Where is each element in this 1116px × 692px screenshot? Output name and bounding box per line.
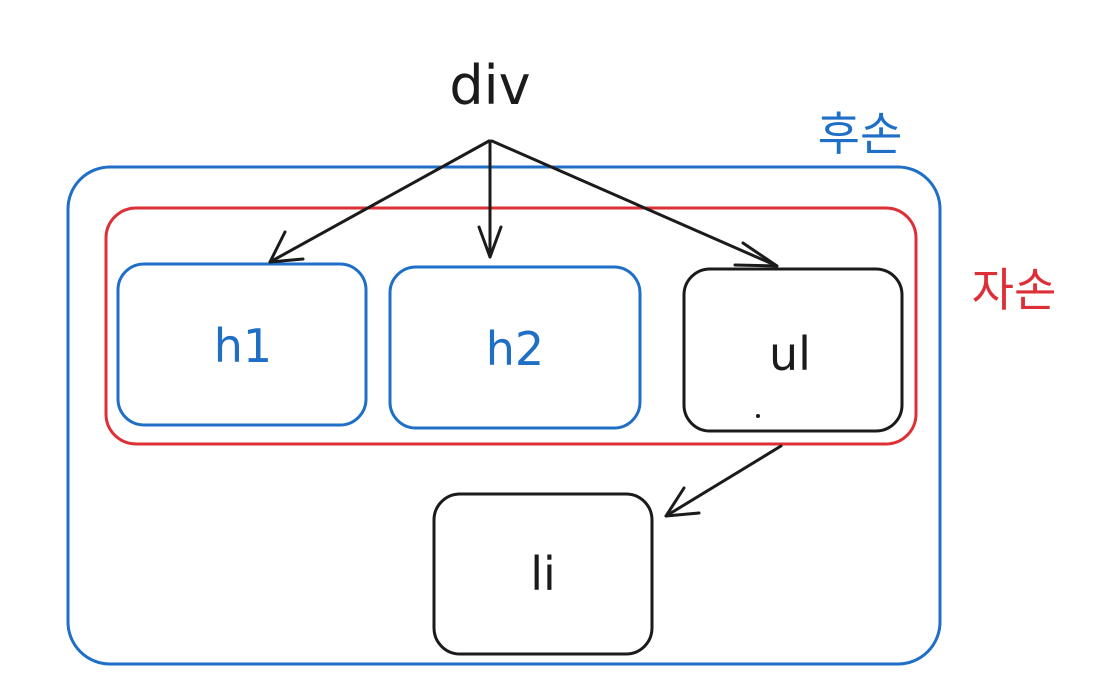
node-li-label: li xyxy=(530,547,556,601)
node-li-box xyxy=(432,492,654,656)
node-ul-box xyxy=(682,267,904,433)
ul-stray-dot xyxy=(756,414,760,418)
children-container xyxy=(104,206,918,446)
root-div-label: div xyxy=(449,54,530,117)
node-h1-label: h1 xyxy=(214,319,272,373)
children-label: 자손 xyxy=(972,263,1057,317)
arrow-div-to-h2 xyxy=(477,139,503,259)
arrow-div-to-h1 xyxy=(268,139,491,264)
arrow-div-to-ul xyxy=(490,139,779,268)
descendants-container xyxy=(66,165,942,666)
node-h2-box xyxy=(388,265,642,430)
node-h1-box xyxy=(116,262,368,427)
node-ul-label: ul xyxy=(769,327,811,381)
node-h2-label: h2 xyxy=(486,322,544,376)
arrow-ul-to-li xyxy=(664,444,783,518)
descendants-label: 후손 xyxy=(818,107,903,161)
